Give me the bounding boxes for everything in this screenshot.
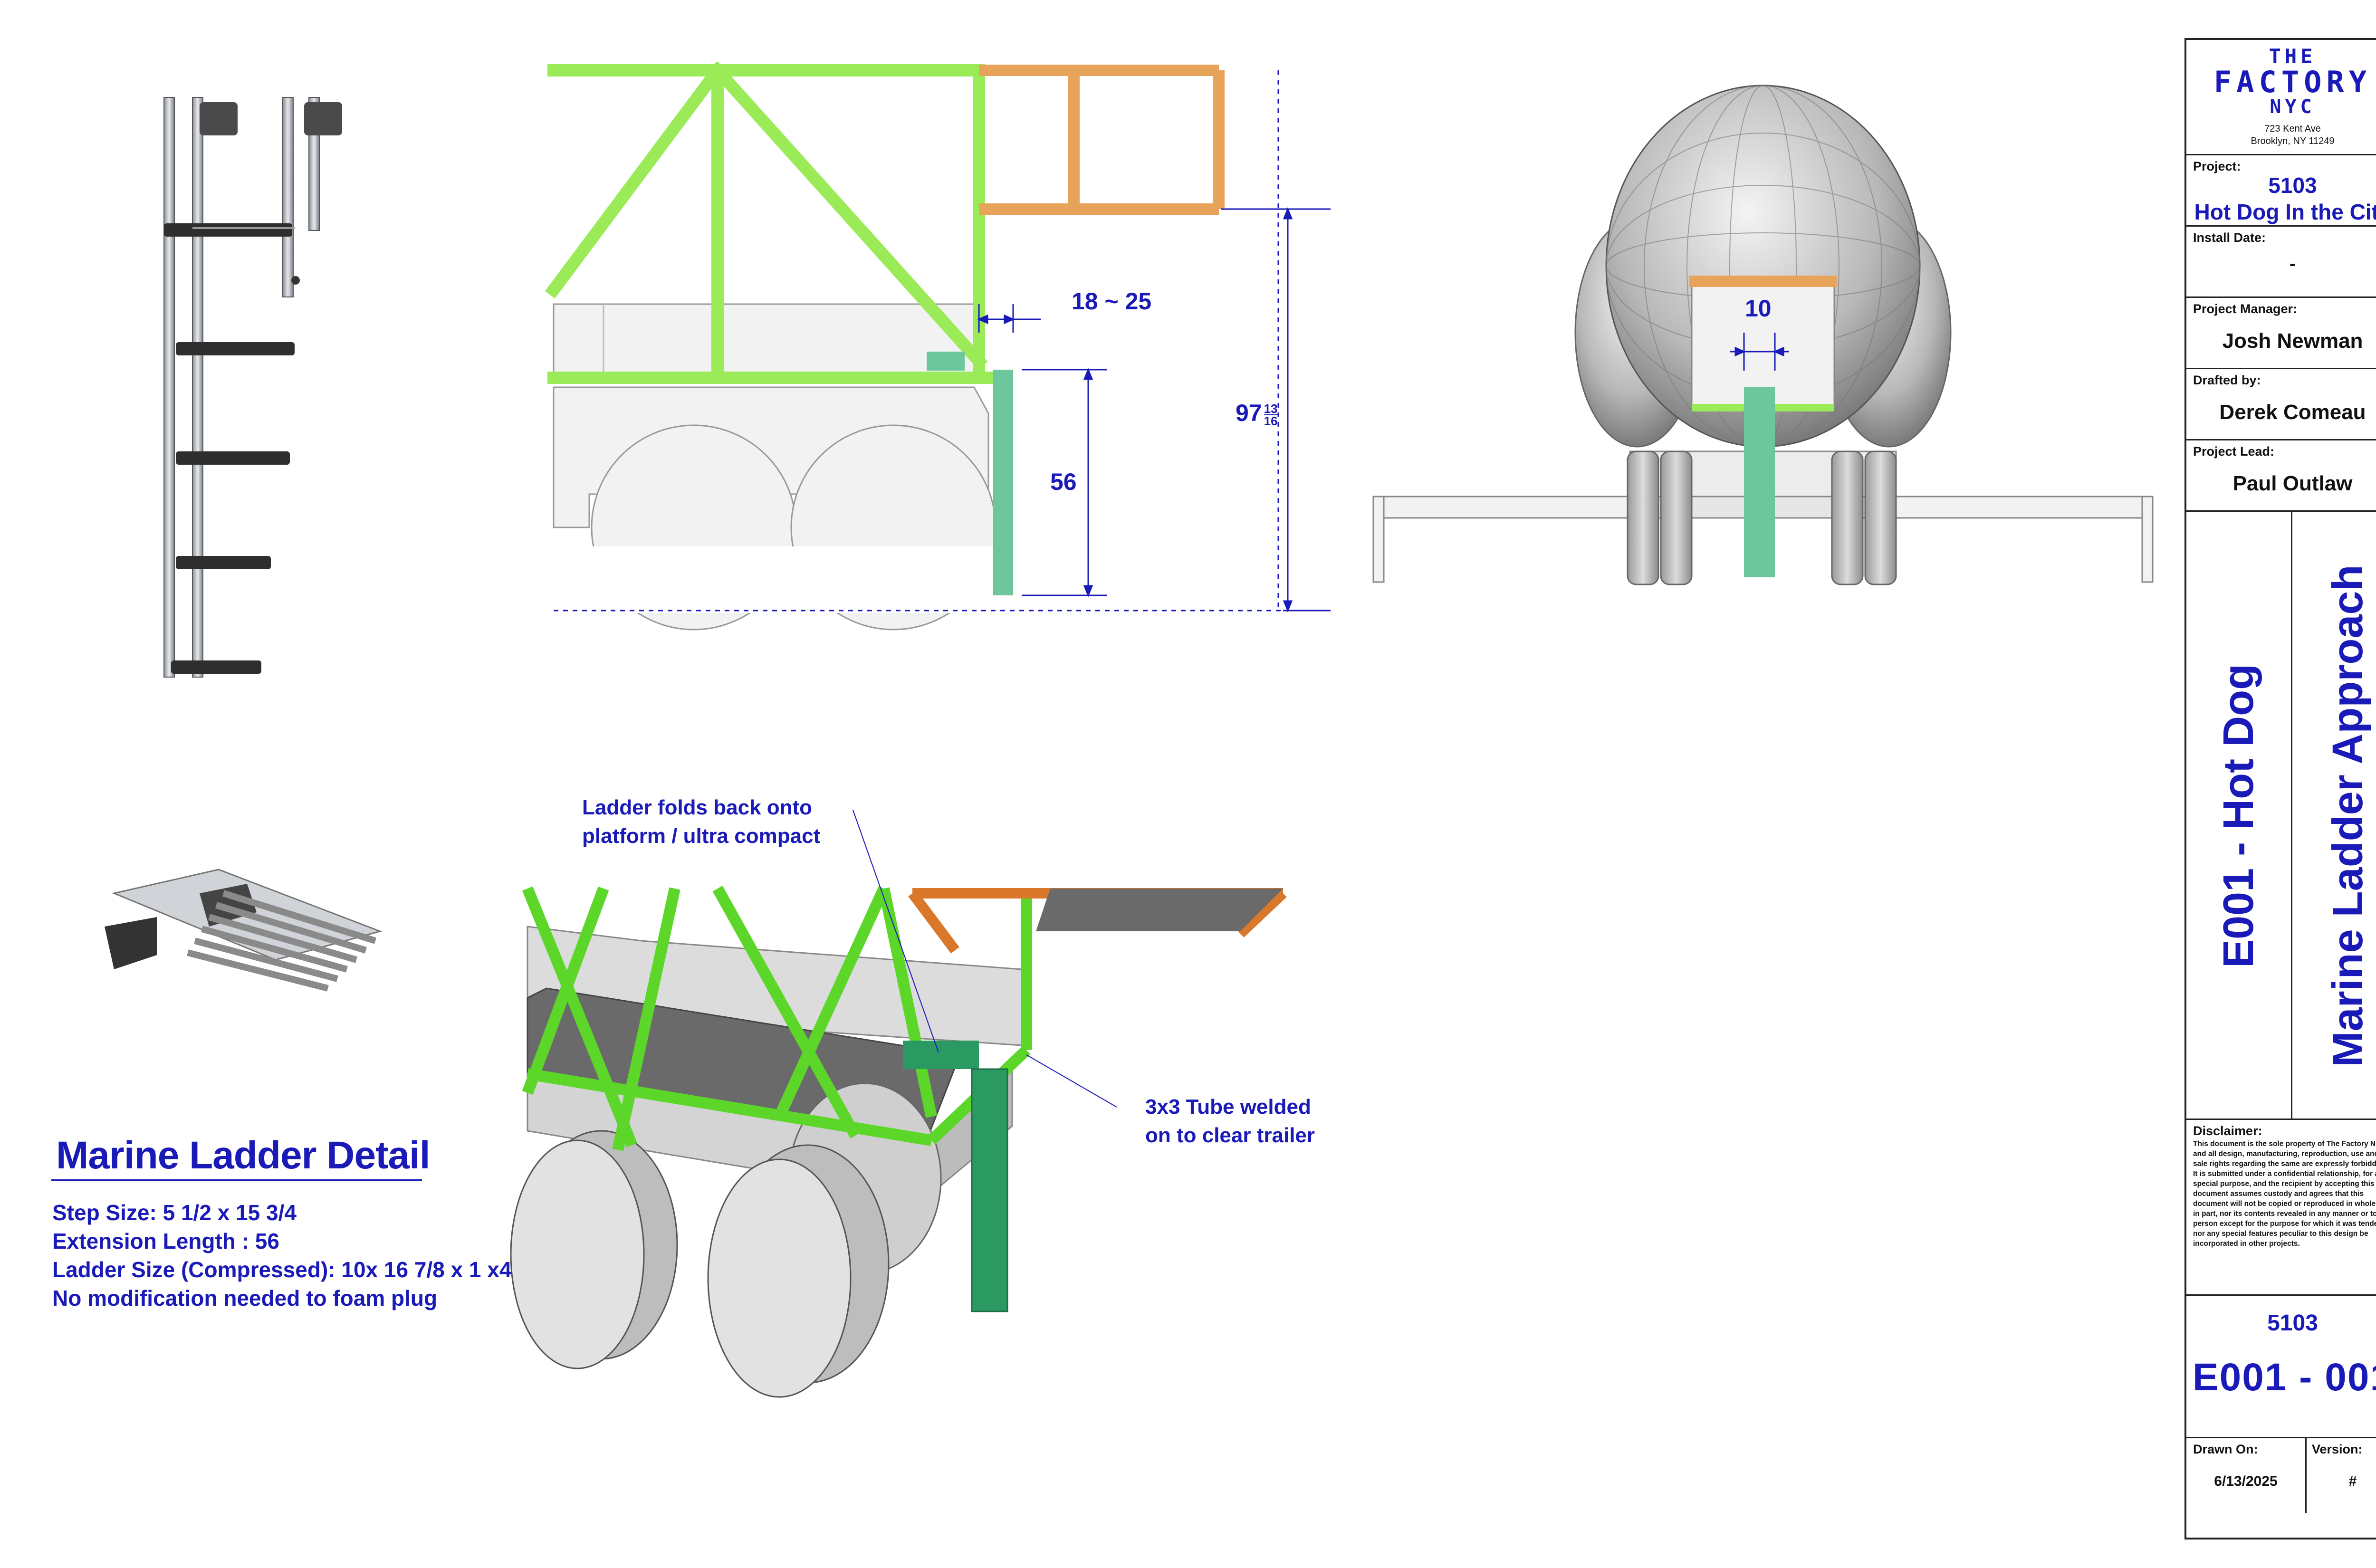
callout-ladder-folds-line2: platform / ultra compact [582,824,821,848]
project-row: Project: 5103 Hot Dog In the City [2186,154,2376,225]
dimension-gap: 18 ~ 25 [1072,288,1152,315]
disclaimer-text: This document is the sole property of Th… [2193,1140,2376,1248]
company-address-2: Brooklyn, NY 11249 [2251,136,2335,146]
note-extension-length: Extension Length : 56 [52,1229,279,1253]
install-date-value: - [2289,253,2296,274]
drawn-on-label: Drawn On: [2193,1442,2258,1456]
drafted-by-value: Derek Comeau [2219,401,2366,424]
sheet-number-row: 5103 E001 - 001 [2186,1294,2376,1437]
callout-tube-welded-line2: on to clear trailer [1145,1124,1315,1147]
logo-line-2: FACTORY [2213,65,2372,99]
side-elevation-view [545,61,1331,631]
drawn-version-row: Drawn On: 6/13/2025 Version: # [2186,1437,2376,1513]
note-foam-plug: No modification needed to foam plug [52,1286,438,1310]
note-ladder-size: Ladder Size (Compressed): 10x 16 7/8 x 1… [52,1257,512,1282]
sheet-title-row: E001 - Hot Dog Marine Ladder Approach [2186,510,2376,1119]
callout-tube-welded: 3x3 Tube welded on to clear trailer [1145,1093,1315,1150]
dimension-overall-height-denominator: 16 [1264,413,1278,428]
project-lead-row: Project Lead: Paul Outlaw [2186,439,2376,510]
sheet-title-1: E001 - Hot Dog [2215,663,2262,968]
project-lead-value: Paul Outlaw [2232,472,2353,495]
logo-line-3: NYC [2270,96,2316,118]
project-manager-value: Josh Newman [2222,329,2363,353]
detail-title-underline [51,1179,422,1181]
disclaimer-label: Disclaimer: [2193,1124,2262,1138]
note-step-size: Step Size: 5 1/2 x 15 3/4 [52,1200,297,1225]
detail-title: Marine Ladder Detail [56,1134,431,1177]
marine-ladder-compressed-image [105,869,383,992]
project-manager-label: Project Manager: [2193,302,2298,316]
drafted-by-row: Drafted by: Derek Comeau [2186,368,2376,439]
project-number: 5103 [2268,173,2317,198]
company-address-1: 723 Kent Ave [2264,124,2321,134]
sheet-project-number: 5103 [2267,1310,2318,1336]
install-date-row: Install Date: - [2186,225,2376,296]
callout-tube-welded-line1: 3x3 Tube welded [1145,1095,1311,1119]
marine-ladder-extended-image [163,97,342,678]
disclaimer-row: Disclaimer: This document is the sole pr… [2186,1119,2376,1294]
company-logo: THE FACTORY NYC 723 Kent Ave Brooklyn, N… [2186,40,2376,154]
project-name: Hot Dog In the City [2194,200,2376,224]
drafted-by-label: Drafted by: [2193,373,2261,387]
version-value: # [2348,1473,2357,1489]
front-elevation-view [1372,85,2154,585]
dimension-ladder-width: 10 [1745,295,1772,322]
callout-ladder-folds: Ladder folds back onto platform / ultra … [582,794,820,851]
dimension-overall-height-numerator: 13 [1264,401,1278,416]
version-label: Version: [2312,1442,2363,1456]
sheet-title-2: Marine Ladder Approach [2324,564,2372,1067]
project-manager-row: Project Manager: Josh Newman [2186,296,2376,368]
sheet-number: E001 - 001 [2192,1356,2376,1399]
project-label: Project: [2193,159,2241,173]
dimension-ladder-length: 56 [1050,468,1077,495]
dimension-overall-height-whole: 97 [1236,400,1262,426]
project-lead-label: Project Lead: [2193,444,2275,459]
drawn-on-value: 6/13/2025 [2214,1473,2278,1489]
title-block: THE FACTORY NYC 723 Kent Ave Brooklyn, N… [2184,38,2376,1539]
callout-ladder-folds-line1: Ladder folds back onto [582,796,813,819]
isometric-detail-view [510,810,1287,1398]
install-date-label: Install Date: [2193,230,2266,245]
logo-line-1: THE [2269,45,2317,68]
